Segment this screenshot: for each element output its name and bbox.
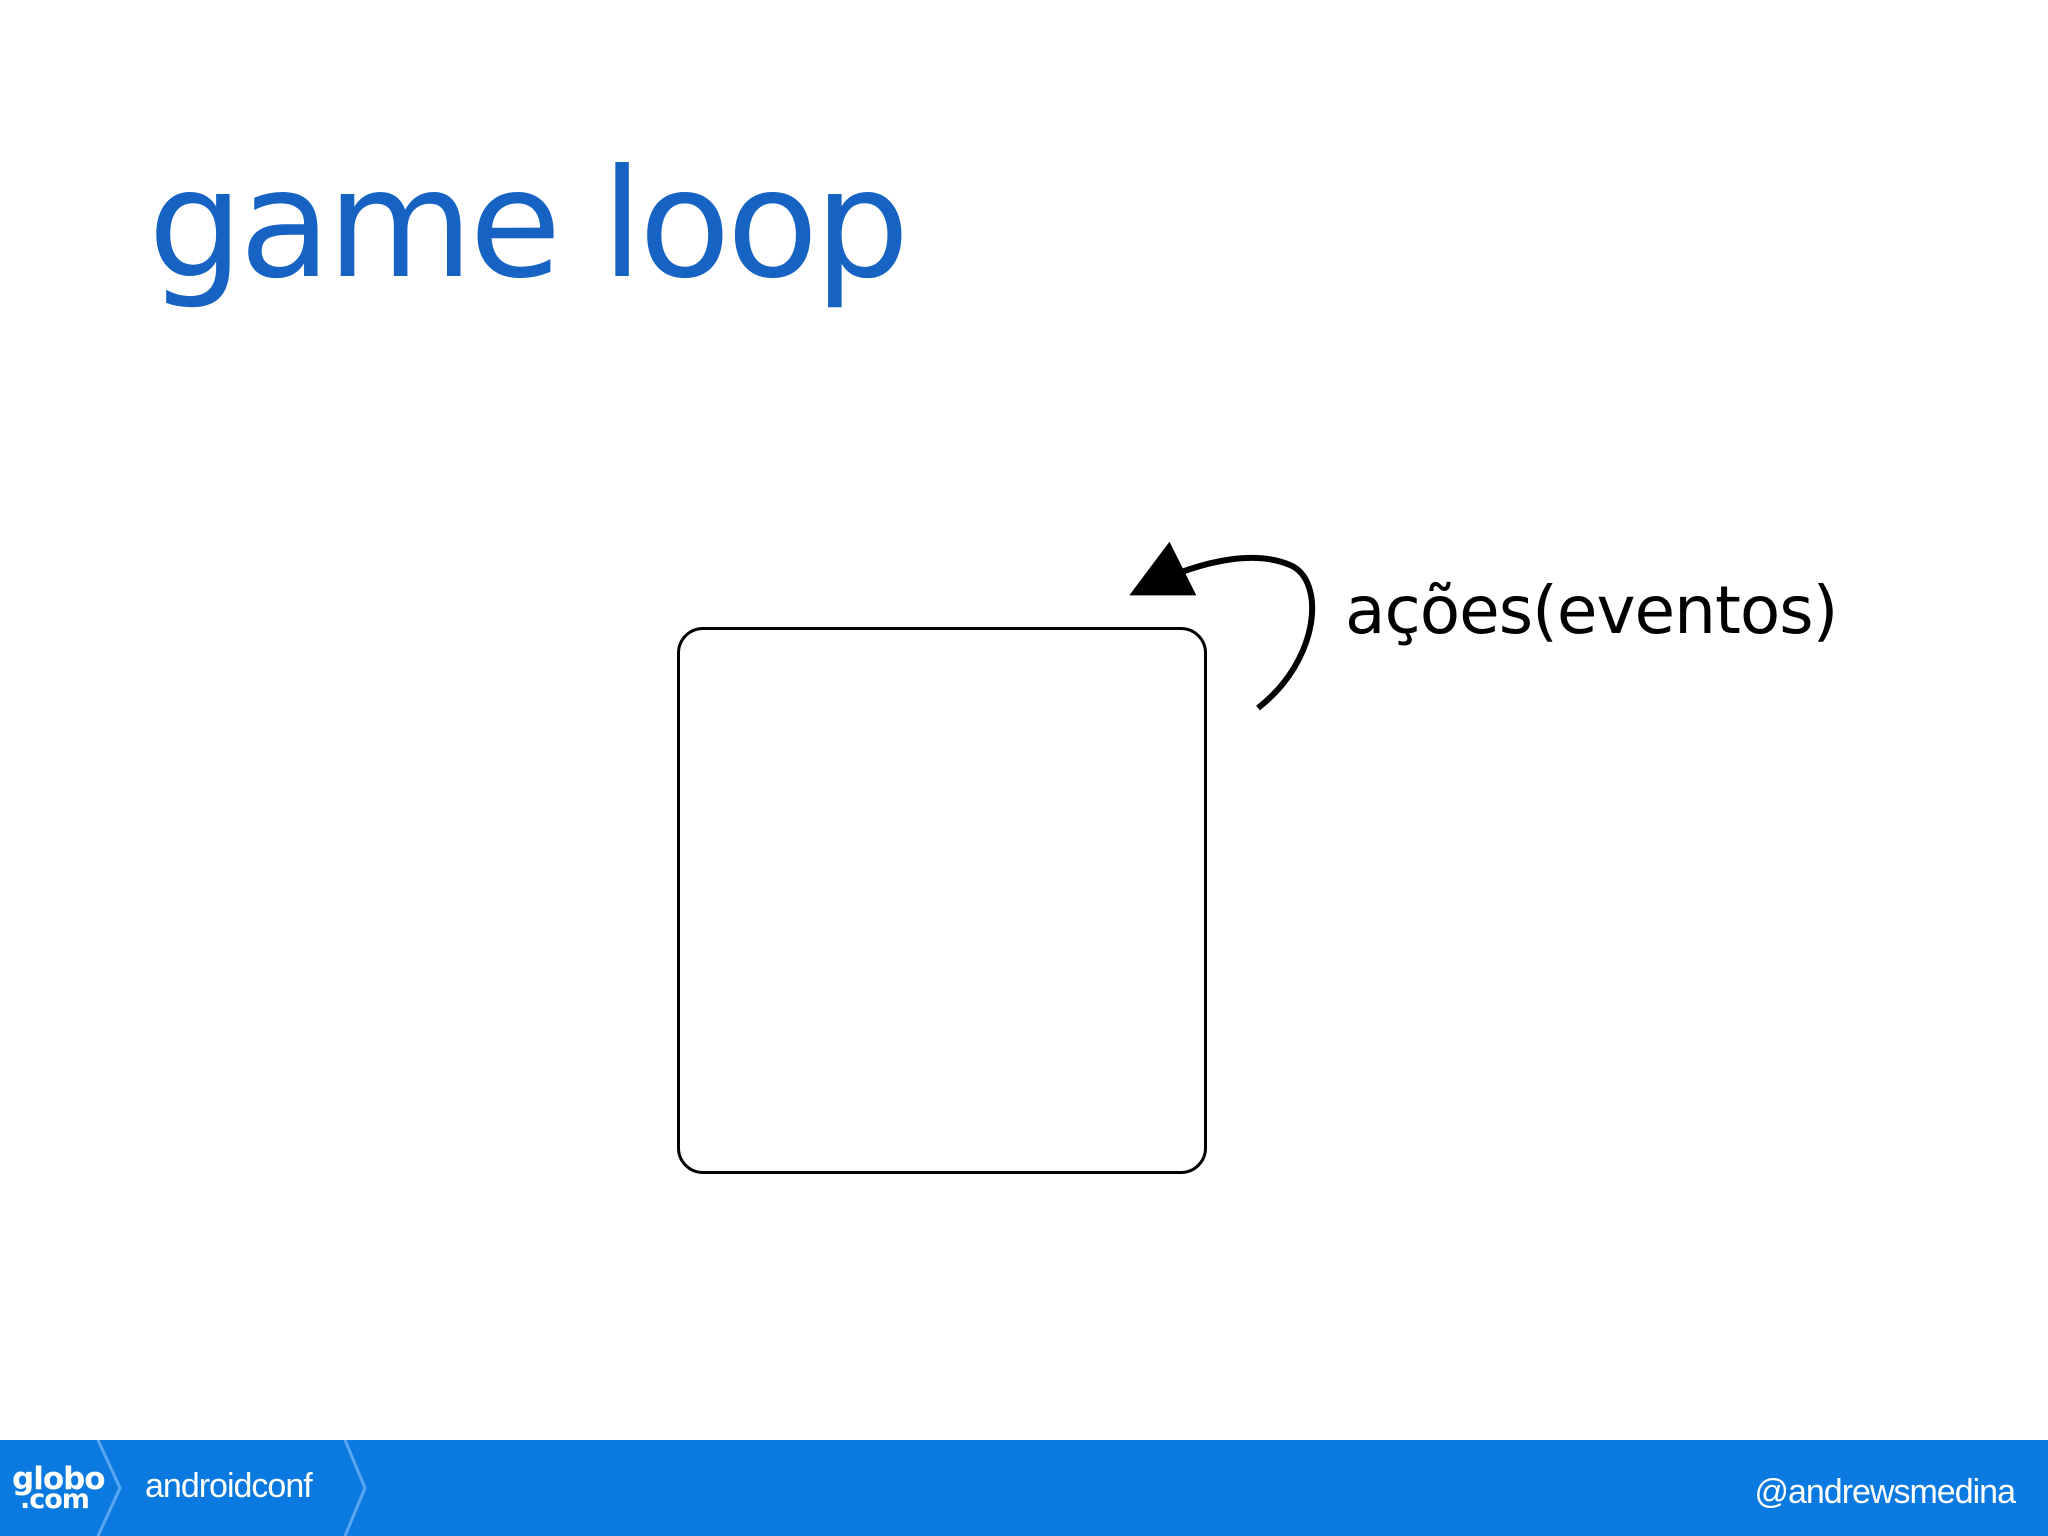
logo-sub-text: .com xyxy=(20,1484,90,1515)
footer-chevron-dividers xyxy=(96,1440,367,1536)
loop-arrow-path xyxy=(1129,541,1316,711)
logo-main-text: globo xyxy=(12,1461,106,1497)
footer-bar: globo .com androidconf @andrewsmedina xyxy=(0,1440,2048,1536)
self-loop-arrow xyxy=(1129,541,1316,711)
slide-title: game loop xyxy=(148,138,910,312)
event-name: androidconf xyxy=(145,1467,313,1505)
author-handle: @andrewsmedina xyxy=(1754,1473,2016,1511)
loop-arrow-label: ações(eventos) xyxy=(1345,572,1838,649)
game-loop-box xyxy=(677,627,1207,1174)
globo-logo: globo .com xyxy=(12,1461,106,1520)
